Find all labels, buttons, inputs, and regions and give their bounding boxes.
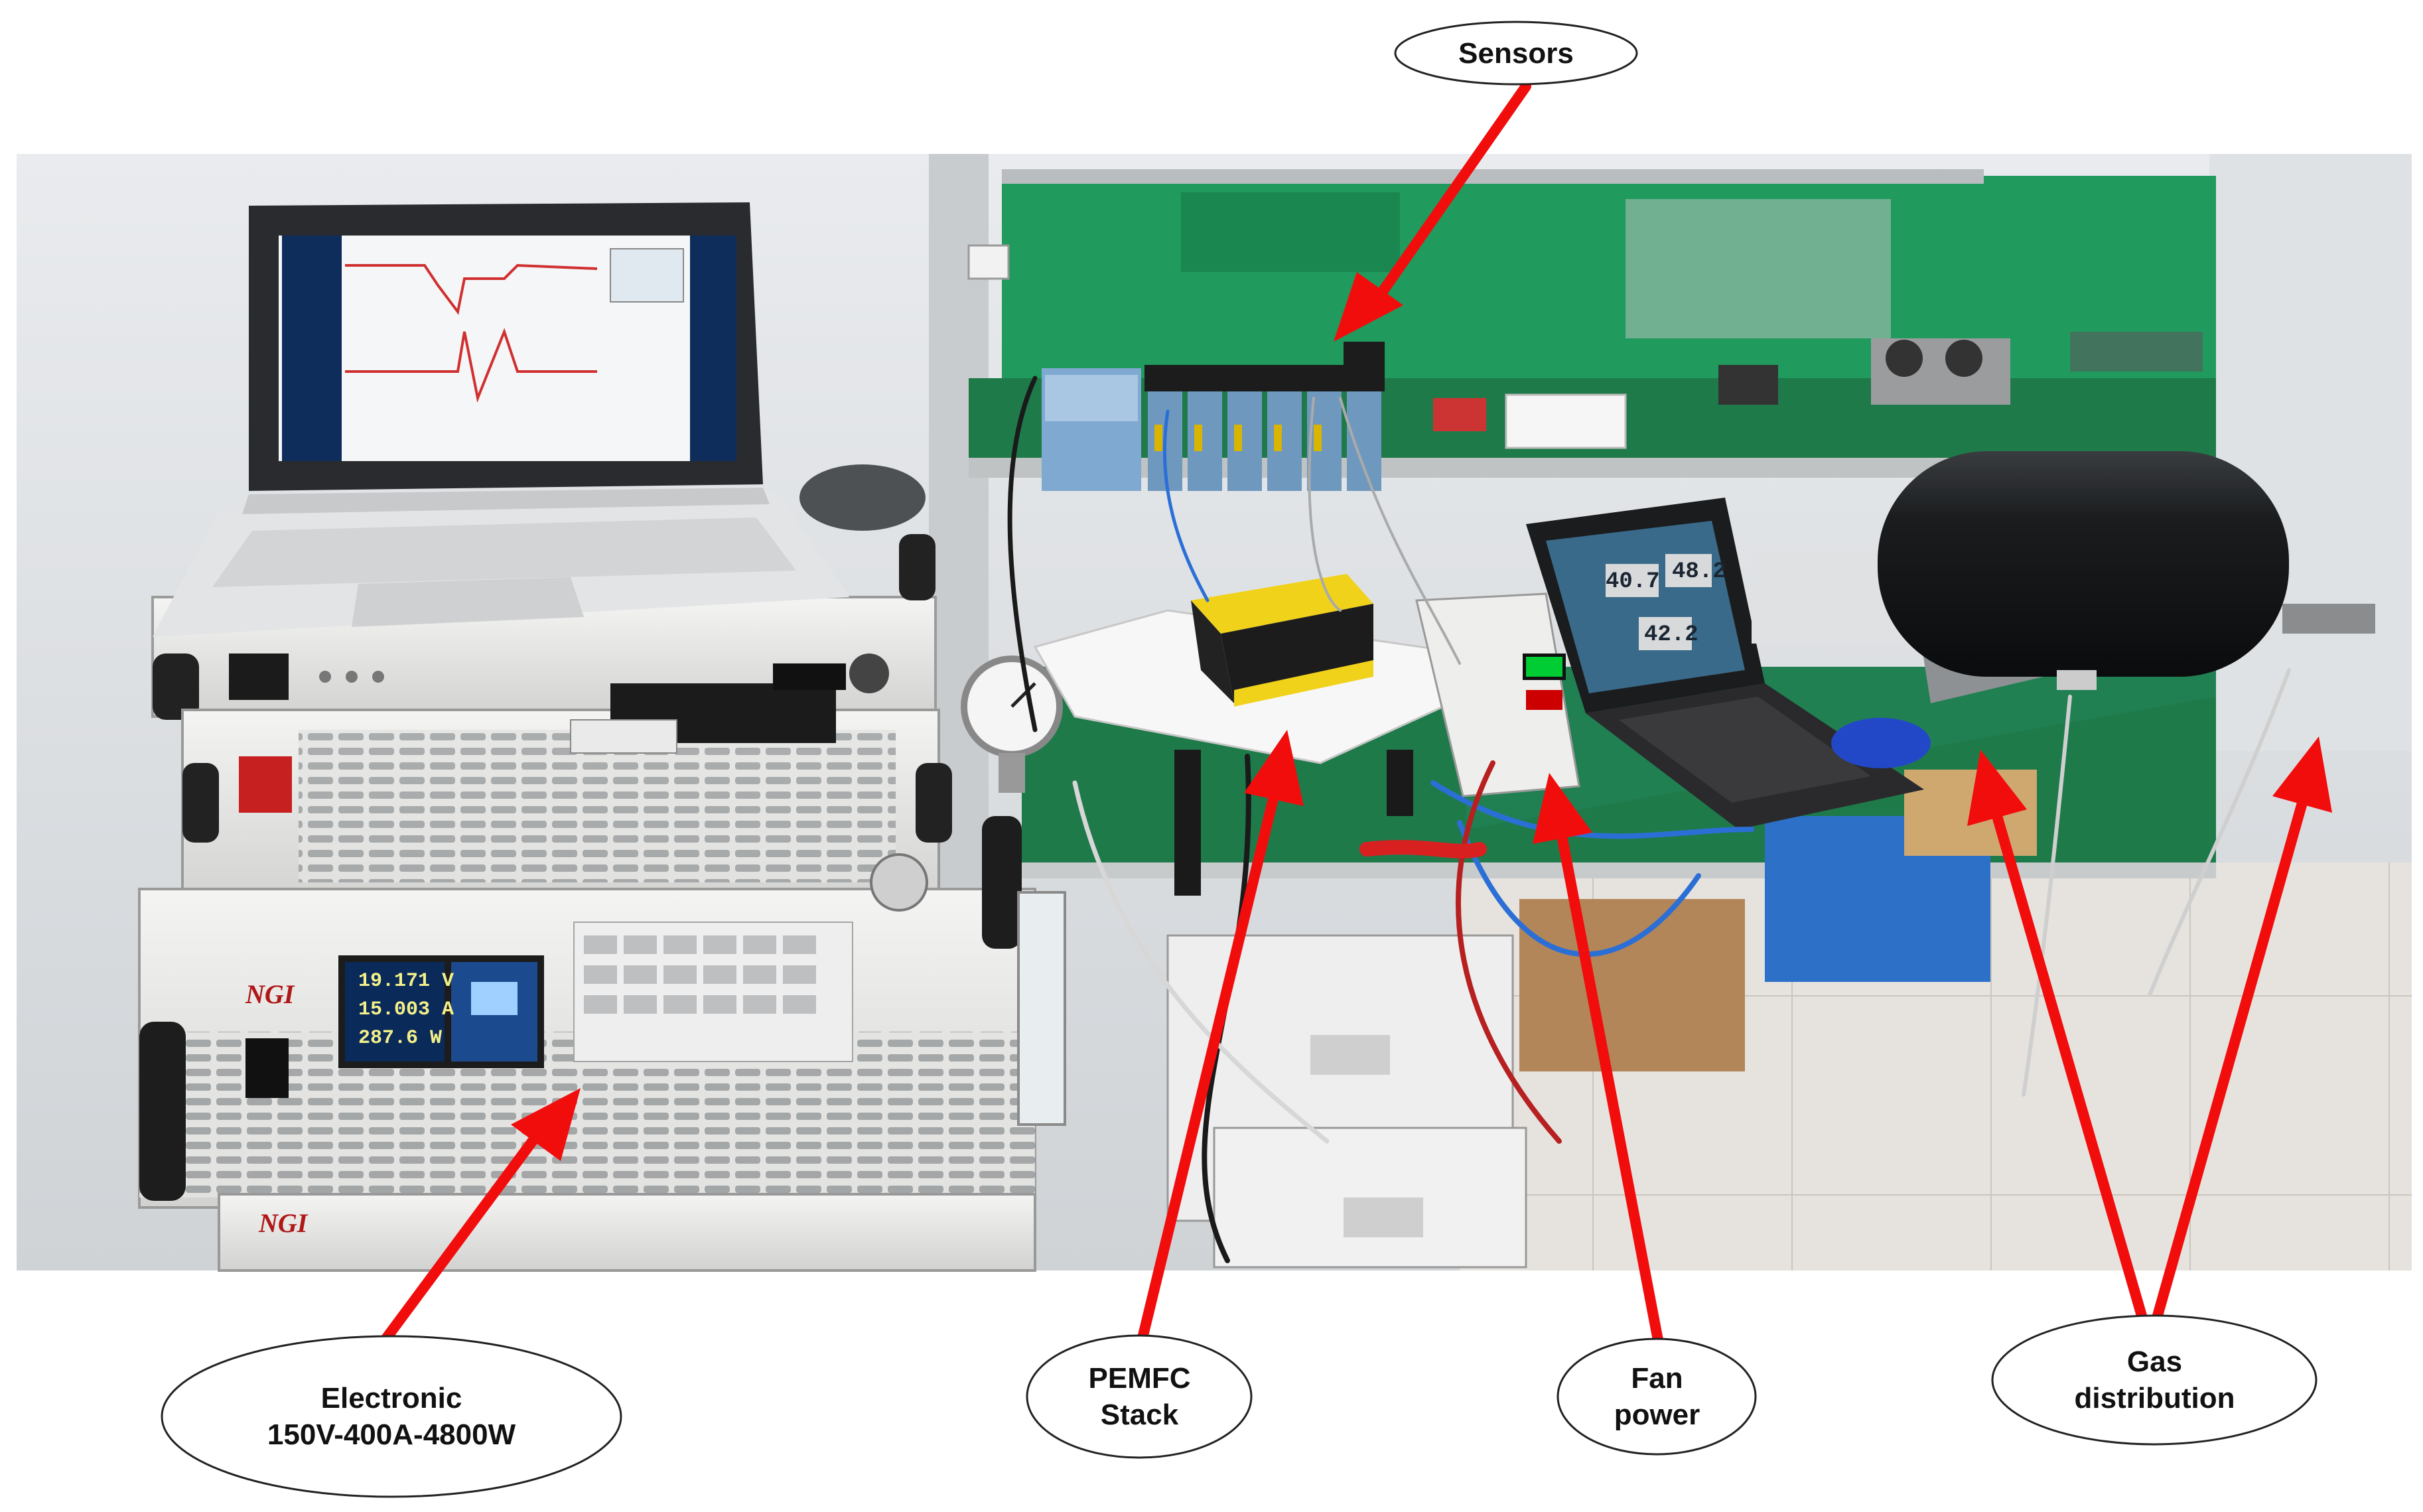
- monitor-reading-3: 42.2: [1644, 622, 1698, 648]
- mouse-right: [1831, 718, 1931, 768]
- label-gas-distribution: Gas distribution: [1990, 1314, 2319, 1446]
- load-current-reading: 15.003 A: [358, 998, 454, 1021]
- label-fan-power-text: Fan power: [1614, 1362, 1700, 1431]
- label-electronic-text: Electronic 150V-400A-4800W: [267, 1382, 516, 1451]
- label-pemfc-stack-text: PEMFC Stack: [1088, 1362, 1191, 1431]
- brand-logo-load: NGI: [245, 979, 295, 1009]
- arrow-gas-2: [2151, 736, 2332, 1326]
- annotation-arrows: [380, 81, 2332, 1349]
- pemfc-stack-device: [1191, 574, 1373, 707]
- label-sensors: Sensors: [1393, 20, 1639, 86]
- fan-power-supply: [1415, 592, 1580, 797]
- arrow-fan: [1533, 773, 1664, 1349]
- label-fan-power: Fan power: [1556, 1337, 1758, 1456]
- arrow-electronic: [380, 1088, 581, 1345]
- label-gas-distribution-text: Gas distribution: [2074, 1345, 2235, 1414]
- mouse-left: [799, 464, 926, 531]
- arrow-gas-1: [1967, 750, 2148, 1326]
- label-sensors-text: Sensors: [1458, 36, 1574, 70]
- equipment-rack: [138, 534, 1036, 1272]
- arrow-sensors: [1334, 81, 1531, 342]
- monitor-reading-1: 40.7: [1606, 569, 1660, 594]
- arrow-stack: [1136, 730, 1304, 1349]
- photo: [17, 154, 2412, 1272]
- hydrogen-tank: [1878, 451, 2375, 690]
- load-voltage-reading: 19.171 V: [358, 970, 454, 993]
- monitor-reading-2: 48.2: [1672, 559, 1726, 584]
- laptop-right: [1526, 498, 1924, 829]
- brand-logo-lower: NGI: [259, 1208, 308, 1238]
- laptop-left: [153, 202, 849, 637]
- load-power-reading: 287.6 W: [358, 1027, 443, 1050]
- flowmeter: [1017, 891, 1066, 1126]
- label-electronic: Electronic 150V-400A-4800W: [159, 1334, 624, 1499]
- label-pemfc-stack: PEMFC Stack: [1025, 1334, 1254, 1460]
